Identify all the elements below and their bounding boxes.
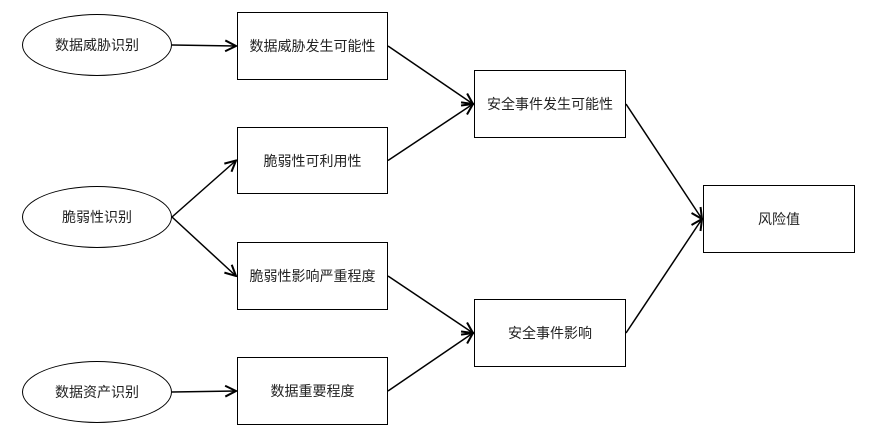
arrow-data-importance-to-incident-impact [387, 333, 473, 392]
incident-likelihood-box: 安全事件发生可能性 [474, 70, 626, 138]
arrow-asset-identification-to-data-importance [171, 391, 236, 392]
arrow-vulnerability-exploitability-to-incident-likelihood [387, 104, 473, 162]
incident-impact-box: 安全事件影响 [474, 299, 626, 367]
arrow-threat-identification-to-threat-likelihood [171, 45, 236, 46]
arrow-vulnerability-impact-severity-to-incident-impact [387, 275, 473, 333]
threat-identification-node: 数据威胁识别 [22, 14, 172, 76]
arrow-vulnerability-identification-to-vulnerability-impact-severity [171, 216, 236, 276]
arrow-incident-likelihood-to-risk-value [625, 103, 702, 219]
asset-identification-node: 数据资产识别 [22, 361, 172, 423]
vulnerability-exploitability-box: 脆弱性可利用性 [237, 127, 388, 194]
arrow-incident-impact-to-risk-value [625, 219, 702, 334]
vulnerability-impact-severity-box: 脆弱性影响严重程度 [237, 242, 388, 310]
threat-likelihood-box: 数据威胁发生可能性 [237, 12, 388, 80]
risk-value-box: 风险值 [703, 185, 855, 253]
arrow-threat-likelihood-to-incident-likelihood [387, 45, 473, 104]
vulnerability-identification-node: 脆弱性识别 [22, 186, 172, 248]
arrow-vulnerability-identification-to-vulnerability-exploitability [171, 161, 236, 218]
data-importance-box: 数据重要程度 [237, 357, 388, 425]
